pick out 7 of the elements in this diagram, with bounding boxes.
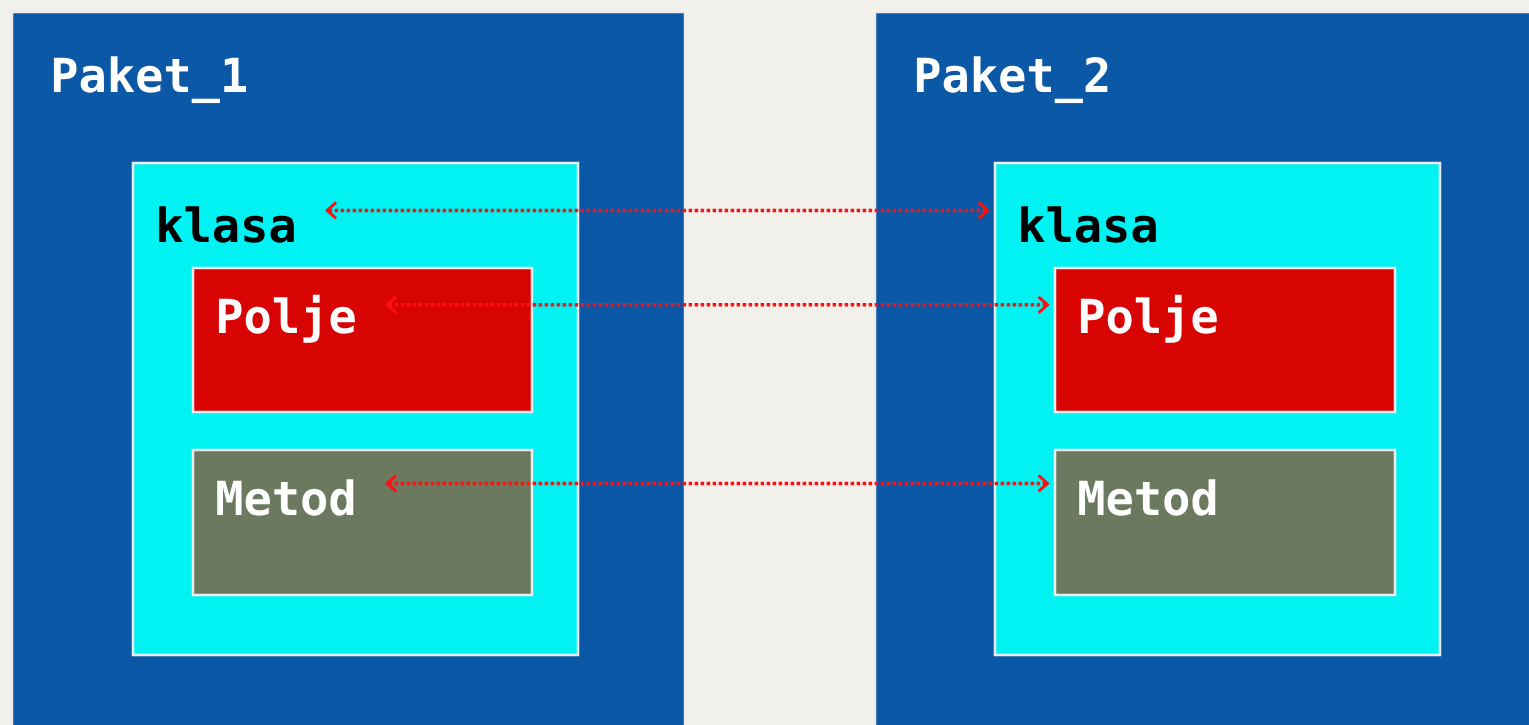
method-box: Metod: [191, 448, 534, 597]
field-box: Polje: [1053, 266, 1397, 414]
method-box: Metod: [1053, 448, 1397, 597]
arrow: [384, 295, 1050, 314]
field-box: Polje: [191, 266, 534, 414]
arrow: [324, 201, 990, 220]
arrow: [384, 474, 1050, 493]
